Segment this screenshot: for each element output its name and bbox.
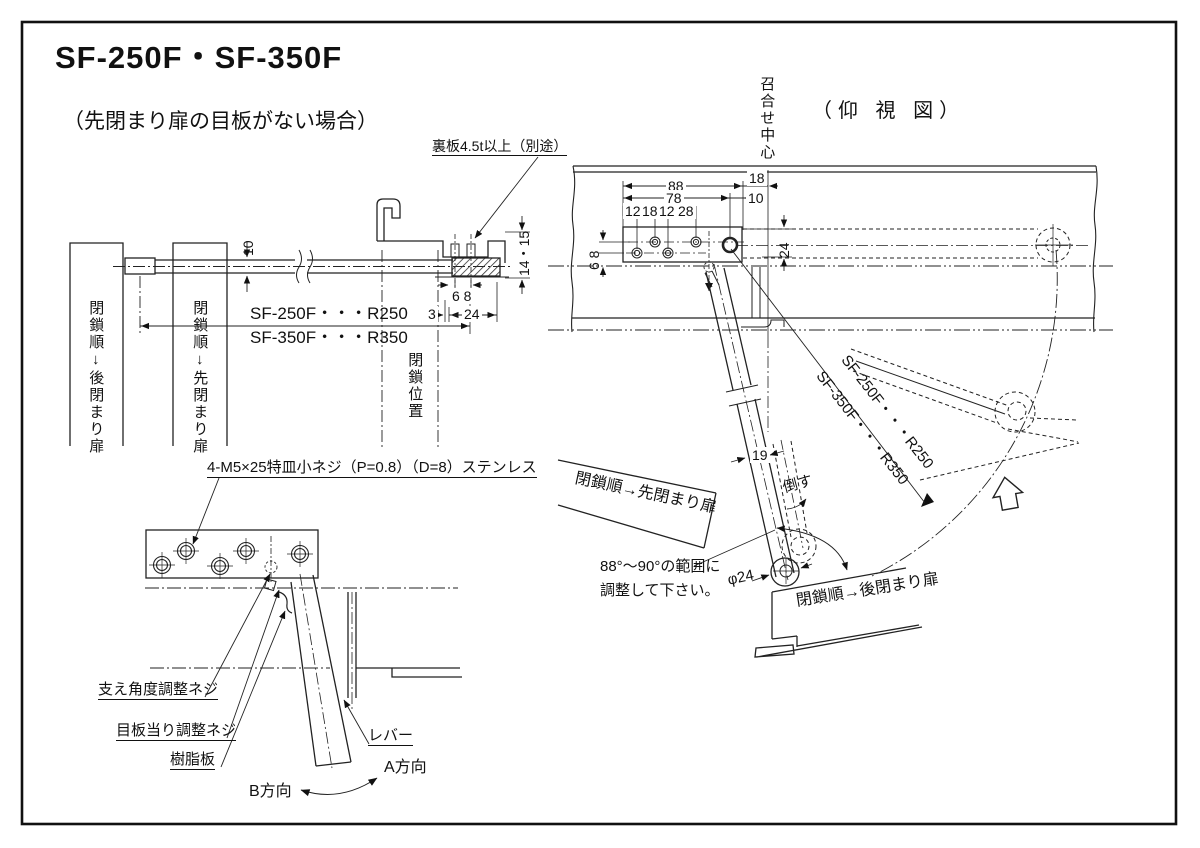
dim-24-left: 24 (462, 306, 482, 323)
dim-14-15: 14・15 (516, 230, 532, 276)
meeting-center-vertical-label: 召合せ中心 (758, 76, 776, 161)
direction-a-label: A方向 (384, 759, 427, 776)
dim-18b: 18 (640, 203, 660, 220)
dim-78: 78 (664, 190, 684, 207)
dim-10-right: 10 (746, 190, 766, 207)
page-border (20, 20, 1178, 826)
adjust-note-line2: 調整して下さい。 (600, 582, 720, 599)
dim-3: 3 (426, 306, 438, 323)
dim-18: 18 (747, 170, 767, 187)
dim-12a: 12 (623, 203, 643, 220)
view-title: （仰 視 図） (812, 100, 966, 122)
adjust-note-line1: 88°～90°の範囲に (600, 558, 721, 575)
plate-contact-screw-label: 目板当り調整ネジ (116, 722, 237, 742)
screw-note: 4-M5×25特皿小ネジ（P=0.8）（D=8）ステンレス (207, 459, 537, 479)
door-back-vertical-label: 閉鎖順↓後閉まり扉 (87, 300, 105, 455)
lever-label: レバー (368, 727, 414, 747)
dim-28: 28 (676, 203, 696, 220)
page-title: SF-250F・SF-350F (55, 40, 343, 75)
page-subtitle: （先閉まり扉の目板がない場合） (63, 110, 378, 133)
dim-12b: 12 (657, 203, 677, 220)
radius-label-r250-left: SF-250F・・・R250 (250, 304, 408, 323)
closed-position-vertical-label: 閉鎖位置 (406, 352, 424, 420)
dim-10-left: 10 (240, 240, 256, 256)
support-angle-screw-label: 支え角度調整ネジ (98, 681, 219, 701)
left-plan-view (69, 156, 539, 447)
dim-19: 19 (750, 447, 770, 464)
radius-label-r350-left: SF-350F・・・R350 (250, 328, 408, 347)
direction-b-label: B方向 (249, 783, 292, 800)
dim-6-8-left: 6 8 (450, 288, 474, 305)
resin-plate-label: 樹脂板 (170, 751, 216, 771)
detail-view (145, 477, 462, 797)
door-front-vertical-label: 閉鎖順↓先閉まり扉 (191, 300, 209, 455)
dim-6-8-right: 6 8 (586, 250, 602, 270)
bottom-view (548, 165, 1113, 658)
dim-24-right: 24 (776, 242, 792, 258)
back-plate-note: 裏板4.5t以上（別途） (432, 138, 568, 157)
